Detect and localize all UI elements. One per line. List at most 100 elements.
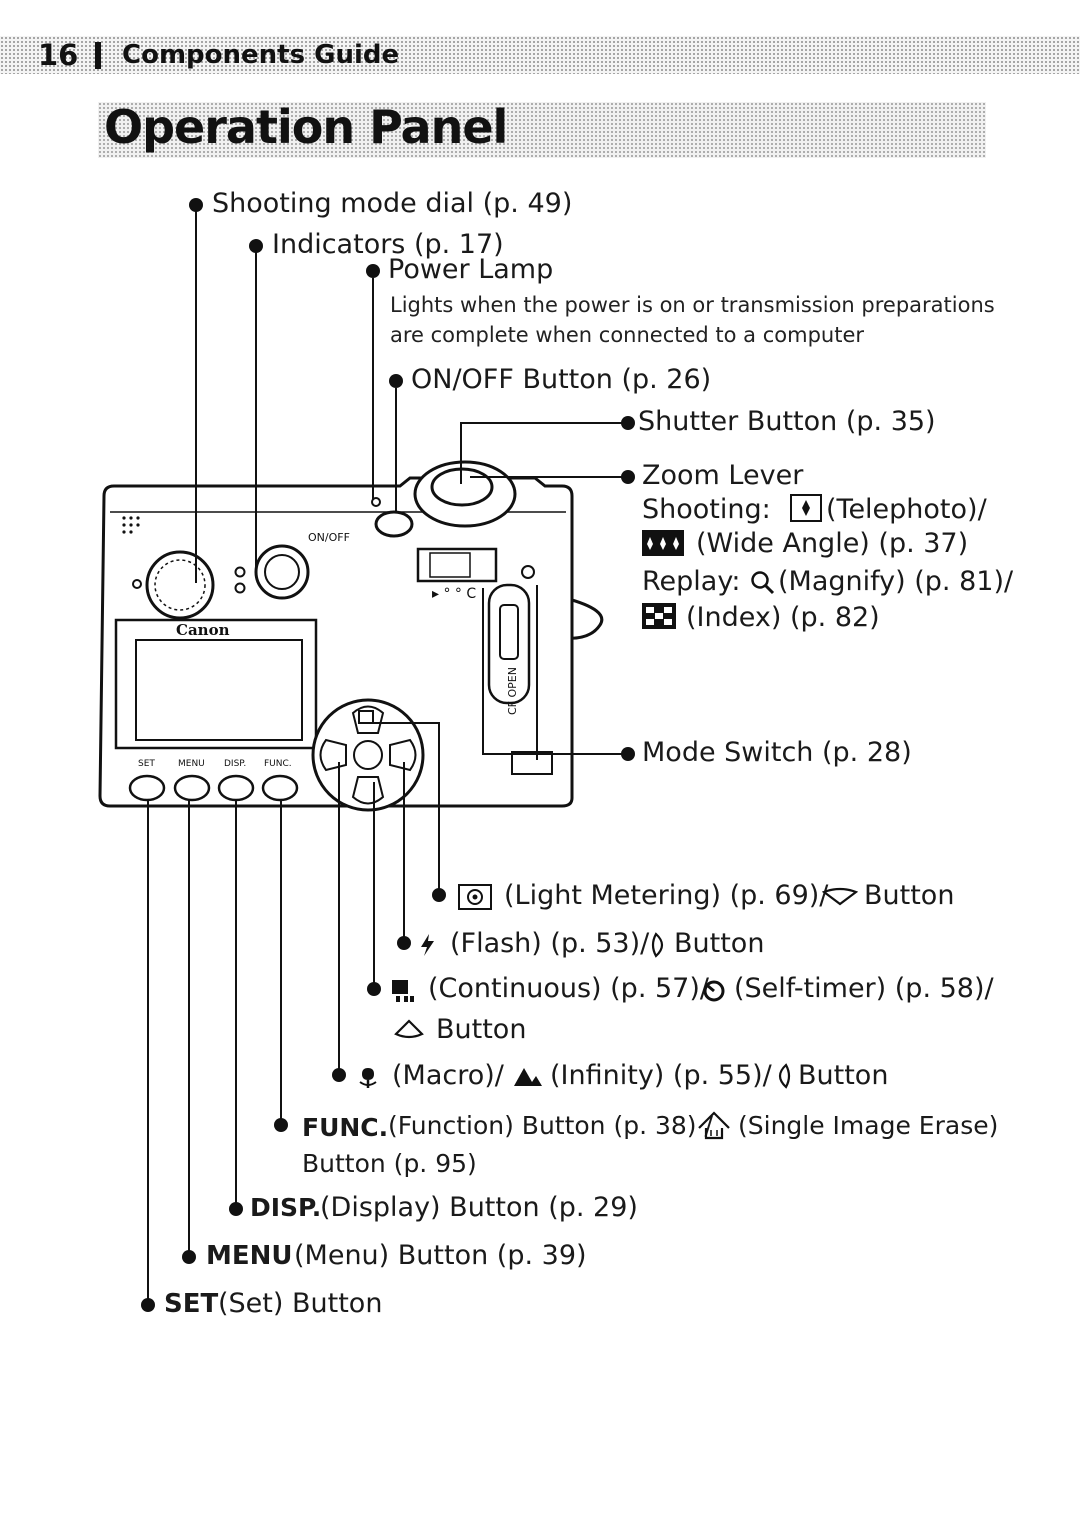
speaker-holes bbox=[122, 516, 140, 534]
leader-metering-v bbox=[438, 722, 440, 894]
label-disp-prefix: DISP. bbox=[250, 1193, 322, 1222]
self-timer-icon bbox=[700, 976, 728, 1004]
macro-icon bbox=[356, 1064, 380, 1090]
label-light-metering-button: Button bbox=[864, 880, 955, 911]
continuous-icon bbox=[390, 977, 418, 1003]
svg-text:MENU: MENU bbox=[178, 759, 205, 769]
label-replay-prefix: Replay: bbox=[642, 566, 741, 597]
svg-text:▸ ° ° C: ▸ ° ° C bbox=[432, 586, 476, 602]
left-arrow-button-icon bbox=[772, 1062, 794, 1090]
page-title: Operation Panel bbox=[104, 100, 508, 154]
leader-menu bbox=[188, 800, 190, 1256]
leader-continuous bbox=[373, 782, 375, 988]
header-divider bbox=[95, 42, 101, 69]
label-func-prefix: FUNC. bbox=[302, 1113, 389, 1142]
dot-func bbox=[274, 1118, 288, 1132]
set-button-shape bbox=[128, 774, 166, 802]
telephoto-icon bbox=[790, 494, 822, 522]
down-arrow-button-icon bbox=[392, 1018, 426, 1042]
label-flash-button: Button bbox=[674, 928, 765, 959]
erase-arrow-icon bbox=[821, 886, 859, 908]
dot-shooting-mode-dial bbox=[189, 198, 203, 212]
svg-text:Canon: Canon bbox=[176, 621, 230, 639]
label-continuous-button: Button bbox=[436, 1014, 527, 1045]
leader-flash bbox=[403, 762, 405, 942]
label-infinity: (Infinity) (p. 55)/ bbox=[550, 1060, 772, 1091]
label-menu-prefix: MENU bbox=[206, 1241, 293, 1271]
label-telephoto: (Telephoto)/ bbox=[826, 494, 987, 525]
leader-metering-h bbox=[372, 722, 440, 724]
svg-text:FUNC.: FUNC. bbox=[264, 759, 292, 769]
label-shutter-button: Shutter Button (p. 35) bbox=[638, 406, 936, 437]
dot-metering bbox=[432, 888, 446, 902]
light-metering-icon bbox=[458, 884, 492, 910]
svg-text:CF OPEN: CF OPEN bbox=[506, 667, 519, 715]
leader-set bbox=[147, 800, 149, 1304]
label-flash: (Flash) (p. 53)/ bbox=[450, 928, 650, 959]
func-button-shape bbox=[261, 774, 299, 802]
label-light-metering: (Light Metering) (p. 69)/ bbox=[504, 880, 829, 911]
indicator-lamp-1 bbox=[234, 566, 246, 578]
leader-disp bbox=[235, 800, 237, 1208]
label-index: (Index) (p. 82) bbox=[686, 602, 880, 633]
section-title: Components Guide bbox=[122, 40, 400, 70]
leader-func bbox=[280, 800, 282, 1124]
label-set-prefix: SET bbox=[164, 1289, 219, 1319]
leader-shutter-h bbox=[460, 422, 628, 424]
leader-indicators bbox=[255, 246, 257, 576]
dot-indicators bbox=[249, 239, 263, 253]
label-macro: (Macro)/ bbox=[392, 1060, 504, 1091]
dot-power-lamp bbox=[366, 264, 380, 278]
label-mode-switch: Mode Switch (p. 28) bbox=[642, 737, 912, 768]
label-magnify: (Magnify) (p. 81)/ bbox=[778, 566, 1014, 597]
label-indicators: Indicators (p. 17) bbox=[272, 229, 504, 260]
dot-disp bbox=[229, 1202, 243, 1216]
magnify-icon bbox=[750, 570, 776, 596]
indicator-lamp-2 bbox=[234, 582, 246, 594]
right-arrow-button-icon bbox=[648, 931, 670, 959]
label-shooting-mode-dial: Shooting mode dial (p. 49) bbox=[212, 188, 573, 219]
label-menu-text: (Menu) Button (p. 39) bbox=[294, 1240, 587, 1271]
leader-mode-switch-h bbox=[482, 753, 628, 755]
dot-continuous bbox=[367, 982, 381, 996]
svg-text:SET: SET bbox=[138, 759, 155, 769]
svg-text:DISP.: DISP. bbox=[224, 759, 246, 769]
label-self-timer: (Self-timer) (p. 58)/ bbox=[734, 973, 994, 1004]
leader-on-off bbox=[395, 388, 397, 512]
shutter-button bbox=[430, 467, 494, 507]
label-power-lamp-note-1: Lights when the power is on or transmiss… bbox=[390, 293, 995, 317]
dot-flash bbox=[397, 936, 411, 950]
dot-macro bbox=[332, 1068, 346, 1082]
label-single-erase: (Single Image Erase) bbox=[738, 1111, 999, 1140]
dot-zoom bbox=[621, 470, 635, 484]
label-macro-button: Button bbox=[798, 1060, 889, 1091]
label-power-lamp-note-2: are complete when connected to a compute… bbox=[390, 323, 865, 347]
label-func-text: (Function) Button (p. 38) / bbox=[388, 1111, 713, 1140]
strap-loop bbox=[564, 596, 604, 640]
header-band bbox=[0, 36, 1080, 74]
power-lamp bbox=[371, 497, 381, 507]
index-icon bbox=[642, 603, 676, 629]
label-disp-text: (Display) Button (p. 29) bbox=[320, 1192, 638, 1223]
flash-icon bbox=[418, 932, 438, 958]
dot-menu bbox=[182, 1250, 196, 1264]
label-power-lamp: Power Lamp bbox=[388, 254, 554, 285]
leader-shooting-mode-dial bbox=[195, 205, 197, 583]
dot-on-off bbox=[389, 374, 403, 388]
svg-text:ON/OFF: ON/OFF bbox=[308, 531, 350, 544]
zoom-slider bbox=[416, 547, 498, 583]
lcd-screen bbox=[135, 639, 303, 741]
menu-button-shape bbox=[173, 774, 211, 802]
page-number: 16 bbox=[38, 38, 79, 72]
title-band bbox=[98, 102, 986, 158]
dot-mode-switch bbox=[621, 747, 635, 761]
leader-power-lamp bbox=[372, 278, 374, 500]
label-set-text: (Set) Button bbox=[218, 1288, 383, 1319]
label-continuous: (Continuous) (p. 57)/ bbox=[428, 973, 709, 1004]
leader-macro bbox=[338, 762, 340, 1074]
viewfinder bbox=[254, 544, 310, 600]
label-zoom-lever: Zoom Lever bbox=[642, 460, 804, 491]
dot-set bbox=[141, 1298, 155, 1312]
wide-angle-icon bbox=[642, 530, 684, 556]
